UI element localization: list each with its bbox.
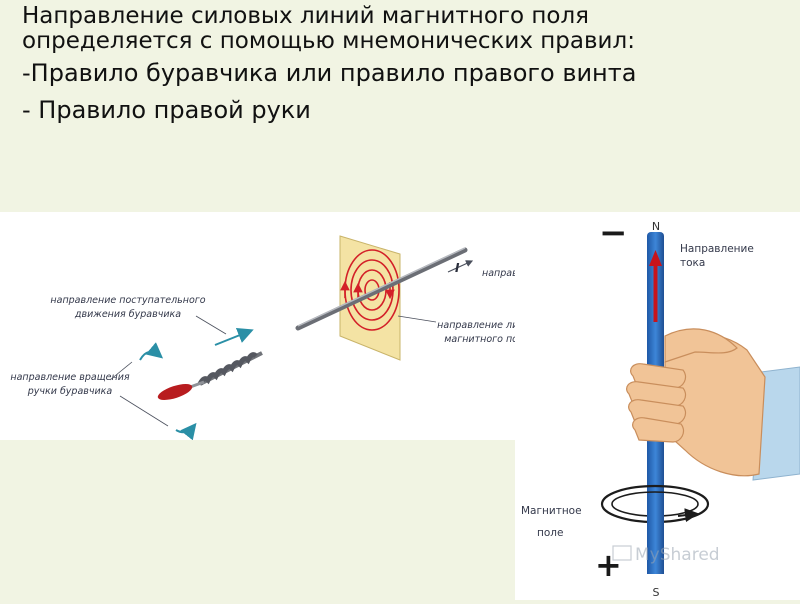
label-translation-line1: направление поступательного [50, 295, 205, 306]
watermark: MyShared [612, 545, 720, 565]
slide-heading: Направление силовых линий магнитного пол… [22, 3, 635, 54]
slide-text: Направление силовых линий магнитного пол… [22, 4, 722, 124]
field-direction-arrow [677, 508, 699, 523]
plus-terminal: + [595, 546, 622, 584]
translation-arrow [214, 328, 254, 346]
rule-gimlet: -Правило буравчика или правило правого в… [22, 59, 637, 87]
label-field-line1: Магнитное [521, 505, 582, 517]
label-rotation-line2: ручки буравчика [27, 386, 113, 397]
label-translation-line2: движения буравчика [74, 309, 181, 320]
label-rotation-line1: направление вращения [10, 372, 129, 383]
gimlet-diagram: I направление тока направление поступате… [10, 235, 574, 441]
svg-text:MyShared: MyShared [635, 545, 720, 565]
gimlet-handle [157, 384, 193, 400]
current-symbol: I [455, 261, 460, 275]
rotation-arrow-top [139, 342, 164, 361]
hand-diagram: − N Направление тока Магнитное п [521, 213, 800, 599]
rotation-arrow-bottom [175, 422, 197, 441]
label-field-lines-line1: направление линий [437, 320, 520, 331]
label-field-line2: поле [537, 527, 563, 539]
field-plane [339, 235, 401, 361]
label-current-line1: Направление [680, 243, 754, 255]
minus-terminal: − [599, 213, 628, 253]
rule-right-hand: - Правило правой руки [22, 96, 311, 124]
current-wire [295, 247, 468, 331]
pole-s-label: S [653, 586, 660, 599]
label-field-lines-line2: магнитного поля [444, 334, 520, 345]
pole-n-label: N [652, 220, 660, 233]
right-hand-rule-figure: − N Направление тока Магнитное п [515, 212, 800, 600]
gimlet-tool [157, 351, 263, 400]
label-current-line2: тока [680, 257, 705, 269]
fingers [626, 363, 687, 443]
thumb [664, 328, 738, 363]
current-arrow [447, 260, 474, 273]
gimlet-rule-figure: I направление тока направление поступате… [0, 212, 574, 441]
